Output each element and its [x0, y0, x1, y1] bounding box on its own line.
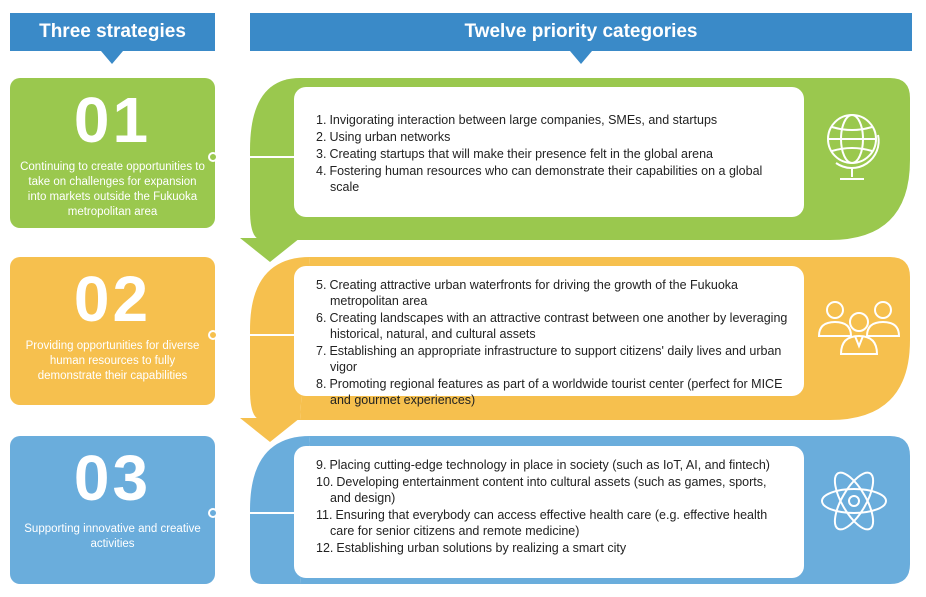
- people-group-icon: [817, 301, 901, 355]
- arrow-2-head: [240, 418, 300, 442]
- category-text: Establishing urban solutions by realizin…: [336, 541, 627, 555]
- category-item: 11.Ensuring that everybody can access ef…: [316, 507, 790, 539]
- category-text: Invigorating interaction between large c…: [329, 113, 718, 127]
- connector-1-dot: [208, 152, 218, 162]
- connector-3-dot: [208, 508, 218, 518]
- connector-3: [215, 512, 295, 514]
- category-text: Creating landscapes with an attractive c…: [329, 311, 788, 341]
- category-item: 5.Creating attractive urban waterfronts …: [316, 277, 790, 309]
- twelve-categories-header-label: Twelve priority categories: [464, 21, 698, 42]
- category-number: 11.: [316, 508, 333, 522]
- strategy-02-number: 02: [73, 263, 152, 335]
- category-number: 8.: [316, 377, 327, 391]
- category-number: 2.: [316, 130, 327, 144]
- category-item: 2.Using urban networks: [316, 129, 790, 145]
- category-text: Creating attractive urban waterfronts fo…: [329, 278, 738, 308]
- three-strategies-header: Three strategies: [10, 13, 215, 51]
- three-strategies-header-arrow: [101, 51, 123, 64]
- category-item: 12.Establishing urban solutions by reali…: [316, 540, 790, 556]
- strategy-01-number: 01: [73, 84, 152, 156]
- category-item: 4.Fostering human resources who can demo…: [316, 163, 790, 195]
- category-item: 10.Developing entertainment content into…: [316, 474, 790, 506]
- strategy-03-description: Supporting innovative and creative activ…: [24, 523, 201, 550]
- category-item: 9.Placing cutting-edge technology in pla…: [316, 457, 790, 473]
- category-number: 12.: [316, 541, 334, 555]
- category-number: 9.: [316, 458, 327, 472]
- category-item: 3.Creating startups that will make their…: [316, 146, 790, 162]
- three-strategies-header-label: Three strategies: [39, 21, 186, 42]
- category-number: 1.: [316, 113, 327, 127]
- globe-icon: [827, 114, 880, 180]
- connector-2-dot: [208, 330, 218, 340]
- category-text: Establishing an appropriate infrastructu…: [329, 344, 782, 374]
- categories-list-2: 5.Creating attractive urban waterfronts …: [316, 277, 790, 408]
- category-number: 10.: [316, 475, 334, 489]
- category-text: Using urban networks: [329, 130, 451, 144]
- categories-card-1: 1.Invigorating interaction between large…: [294, 87, 804, 217]
- category-number: 6.: [316, 311, 327, 325]
- category-text: Developing entertainment content into cu…: [330, 475, 767, 505]
- categories-list-1: 1.Invigorating interaction between large…: [316, 112, 790, 195]
- category-text: Creating startups that will make their p…: [329, 147, 713, 161]
- category-text: Promoting regional features as part of a…: [329, 377, 783, 407]
- connector-1: [215, 156, 295, 158]
- category-number: 3.: [316, 147, 327, 161]
- categories-list-3: 9.Placing cutting-edge technology in pla…: [316, 457, 790, 556]
- category-item: 7.Establishing an appropriate infrastruc…: [316, 343, 790, 375]
- category-item: 8.Promoting regional features as part of…: [316, 376, 790, 408]
- twelve-categories-header: Twelve priority categories: [250, 13, 912, 51]
- strategy-03-number: 03: [73, 442, 152, 514]
- category-item: 6.Creating landscapes with an attractive…: [316, 310, 790, 342]
- category-number: 5.: [316, 278, 327, 292]
- atom-icon: [821, 471, 887, 531]
- category-item: 1.Invigorating interaction between large…: [316, 112, 790, 128]
- connector-2: [215, 334, 295, 336]
- categories-card-3: 9.Placing cutting-edge technology in pla…: [294, 446, 804, 578]
- category-text: Placing cutting-edge technology in place…: [329, 458, 770, 472]
- strategy-02-box: 02 Providing opportunities for diverse h…: [10, 257, 215, 405]
- panel-1-swoosh: [250, 78, 300, 240]
- category-text: Ensuring that everybody can access effec…: [330, 508, 768, 538]
- categories-card-2: 5.Creating attractive urban waterfronts …: [294, 266, 804, 407]
- arrow-1-head: [240, 238, 300, 262]
- category-number: 4.: [316, 164, 327, 178]
- category-number: 7.: [316, 344, 327, 358]
- strategy-03-box: 03 Supporting innovative and creative ac…: [10, 436, 215, 584]
- strategy-02-description: Providing opportunities for diverse huma…: [25, 340, 200, 382]
- twelve-categories-header-arrow: [570, 51, 592, 64]
- category-text: Fostering human resources who can demons…: [329, 164, 763, 194]
- strategy-01-box: 01 Continuing to create opportunities to…: [10, 78, 215, 228]
- strategy-01-description: Continuing to create opportunities to ta…: [20, 161, 205, 218]
